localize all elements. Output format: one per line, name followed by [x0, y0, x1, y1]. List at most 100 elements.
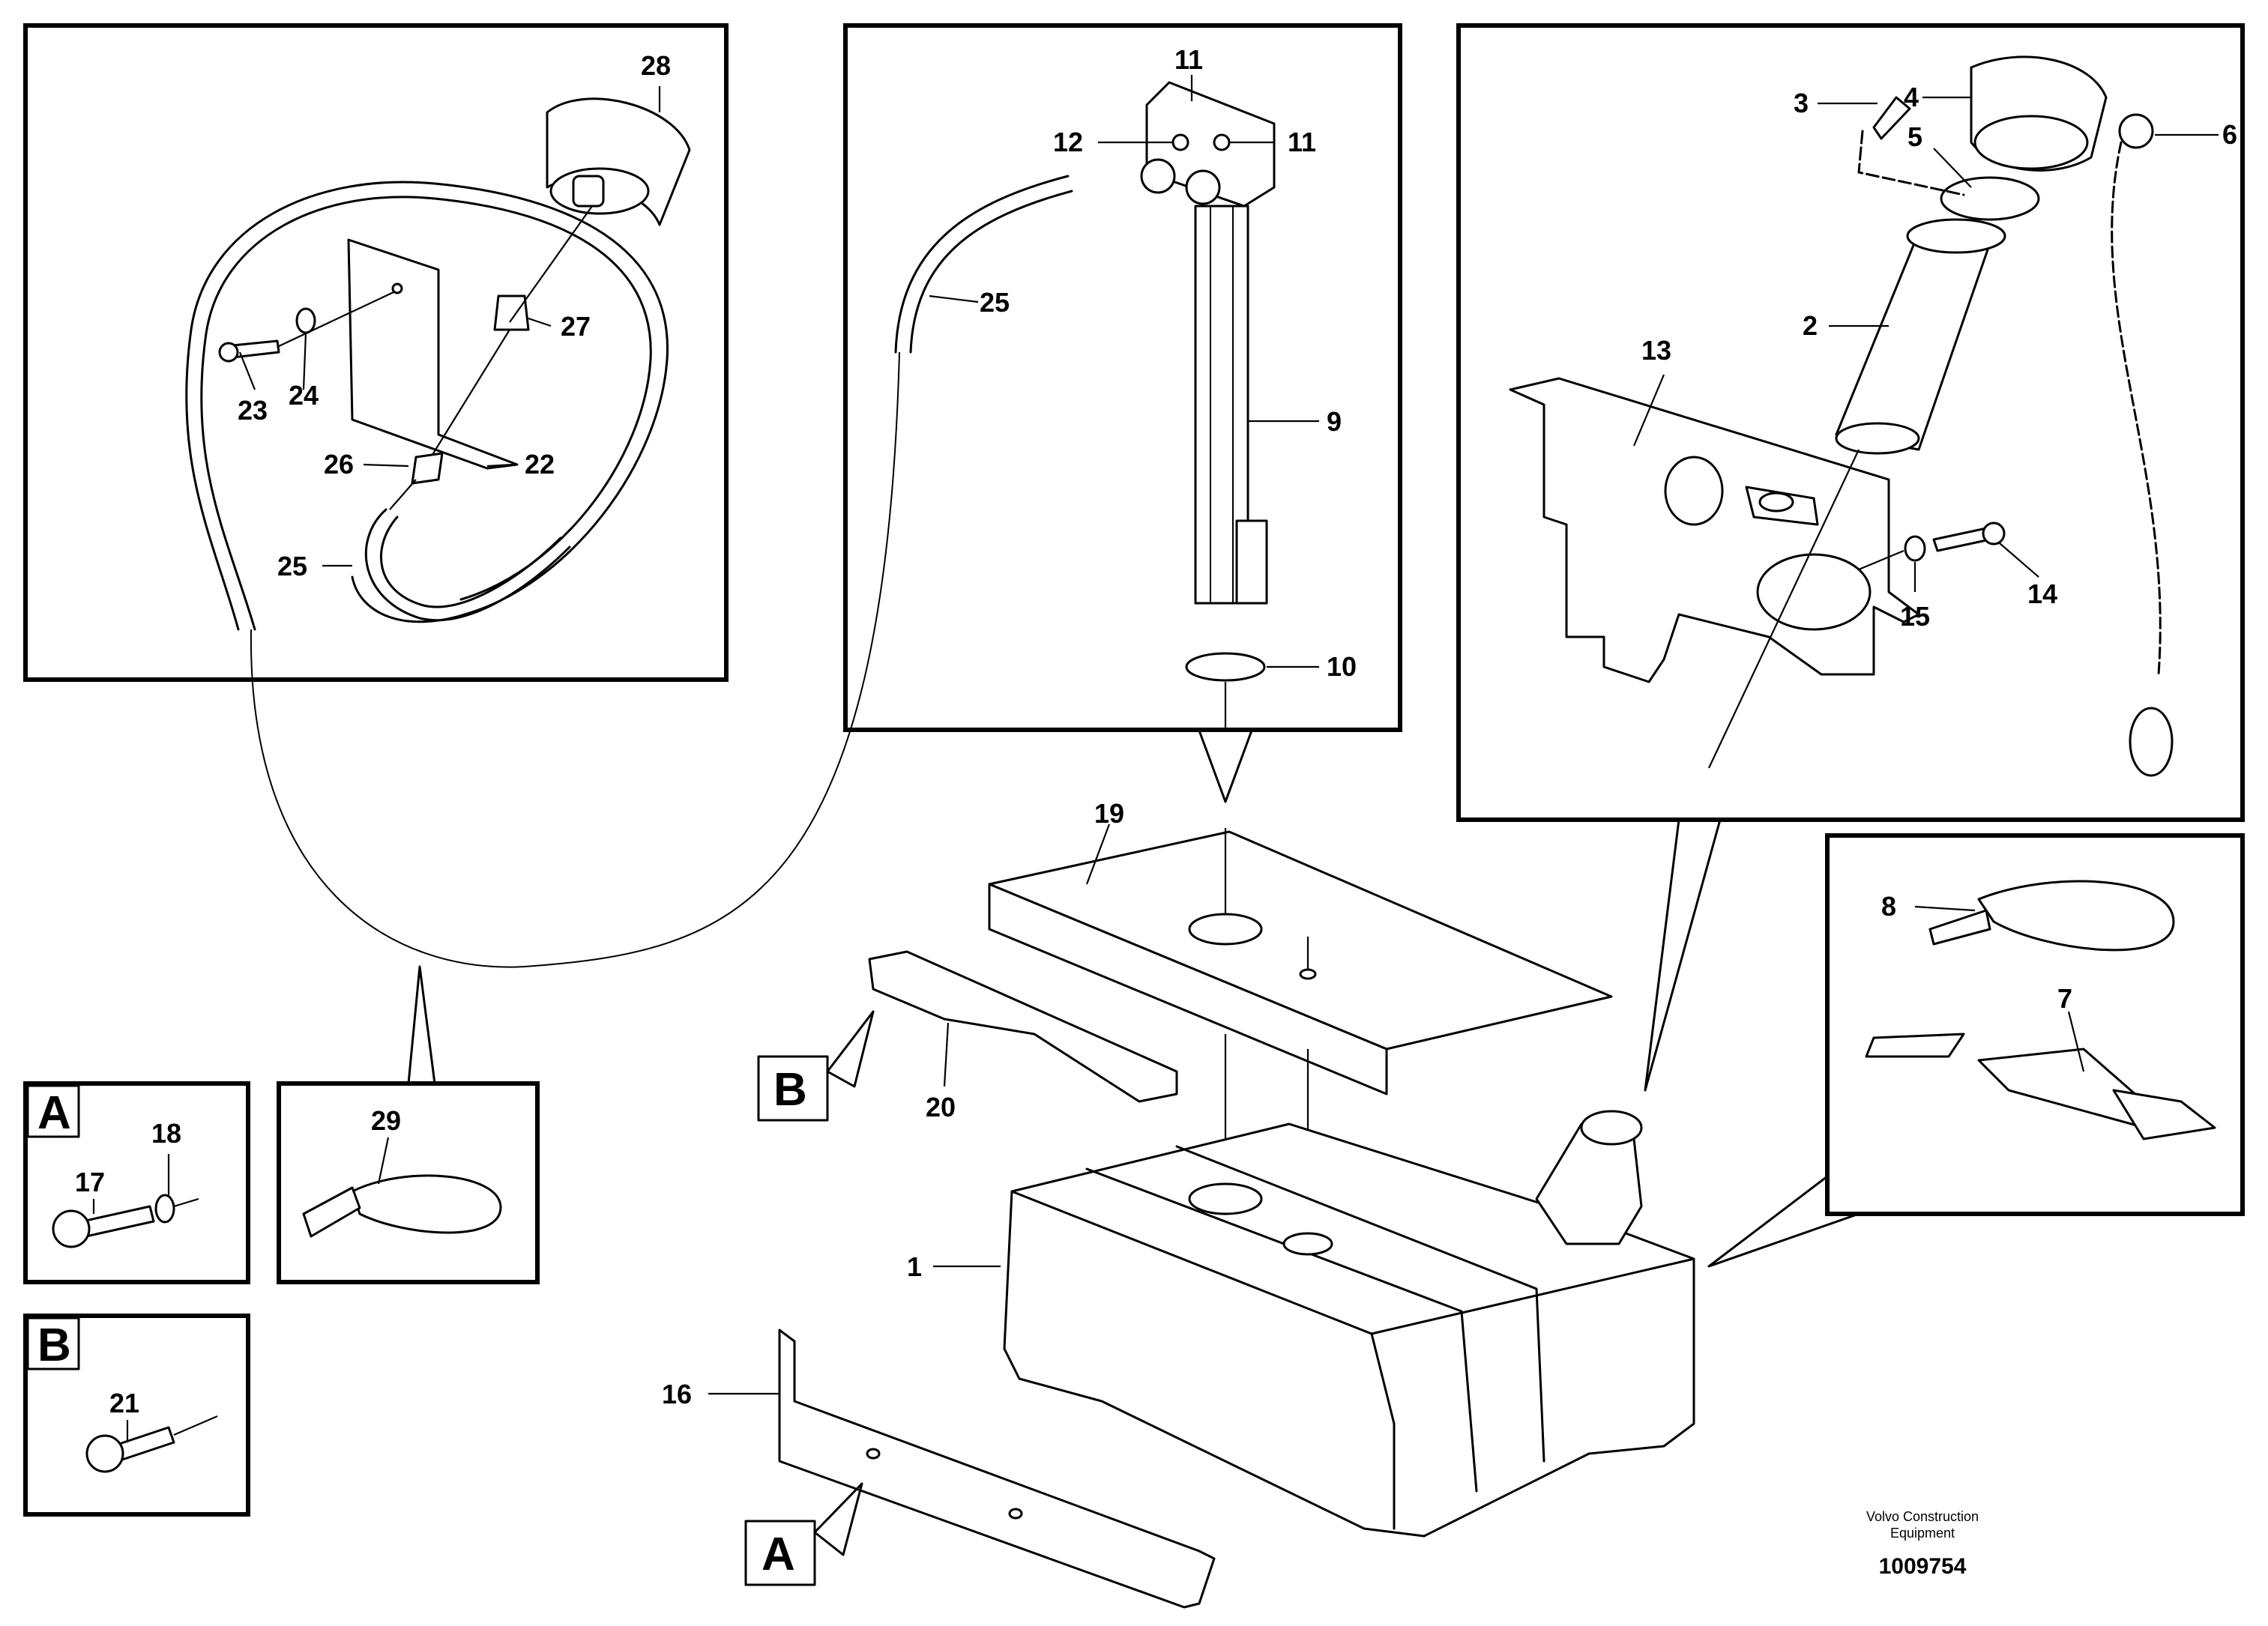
brand-line-1: Volvo Construction: [1866, 1509, 1979, 1524]
drawing-number: 1009754: [1879, 1554, 1967, 1579]
label-6: 6: [2222, 119, 2237, 150]
marker-a-callout-box: [744, 1520, 816, 1586]
bolt-14-head: [1982, 522, 2006, 545]
tank-edge-1: [1010, 1190, 1396, 1530]
cover-plate-19-flange: [988, 883, 1388, 1095]
strainer-bottom: [1835, 422, 1920, 455]
bracket-hole: [391, 282, 403, 294]
label-11-a: 11: [1174, 44, 1203, 75]
tank-ridge-2: [1175, 1145, 1545, 1463]
marker-a-box: [26, 1084, 80, 1138]
detail-box-cable-tie: 29: [277, 965, 540, 1284]
bolt-17-head: [52, 1209, 91, 1248]
tab-hole: [1758, 492, 1794, 513]
label-1: 1: [907, 1251, 922, 1282]
bracket-hole-large: [1664, 456, 1724, 526]
bracket-22: [347, 238, 519, 470]
marker-a-pointer: [813, 1482, 863, 1556]
port-2: [1185, 169, 1221, 205]
hose-loop-inner: [200, 196, 652, 631]
tank-edge-2: [1370, 1257, 1695, 1335]
cover-hole-small: [1299, 968, 1317, 980]
marker-a-callout-letter: A: [761, 1529, 795, 1580]
label-20: 20: [926, 1092, 956, 1122]
label-4: 4: [1904, 82, 1919, 112]
label-25-b: 25: [980, 287, 1010, 318]
filter-28-nozzle: [572, 175, 605, 208]
hose-25-inner: [909, 190, 1073, 354]
callout-pointer: [407, 965, 436, 1085]
gasket-5: [1940, 176, 2040, 221]
marker-a-letter: A: [37, 1087, 71, 1139]
footer: Volvo Construction Equipment 1009754: [1866, 1509, 1979, 1579]
marker-b-callout-letter: B: [773, 1064, 807, 1116]
chain: [2111, 141, 2162, 676]
hose-route: [250, 351, 900, 968]
label-9: 9: [1327, 406, 1342, 437]
tank-port-small: [1282, 1232, 1333, 1256]
screw-11: [1213, 133, 1231, 151]
label-17: 17: [75, 1167, 105, 1197]
short-hose-inner: [380, 516, 562, 608]
detail-box-sender-unit: 11 12 11 25 9 10: [843, 23, 1402, 803]
label-23: 23: [238, 395, 268, 426]
label-21: 21: [109, 1388, 139, 1418]
strainer-rim: [1906, 218, 2006, 254]
hose-25: [894, 175, 1070, 354]
label-12: 12: [1053, 127, 1083, 157]
cable-tie-8-head: [1928, 909, 1991, 946]
cap-4-face: [1973, 115, 2089, 170]
label-8: 8: [1881, 891, 1896, 922]
label-22: 22: [525, 449, 555, 480]
detail-box-filler-neck: 3 4 6 5 2 13 14 15: [1456, 23, 2245, 1092]
screw-3: [1872, 96, 1911, 140]
marker-b-box: [26, 1317, 80, 1370]
cable-tie-29-head: [302, 1186, 361, 1238]
screw-12: [1171, 133, 1189, 151]
detail-box-a: A 17 18: [23, 1081, 250, 1284]
bolt-23-head: [218, 342, 239, 363]
label-26: 26: [324, 449, 354, 480]
label-13: 13: [1641, 335, 1671, 366]
o-ring-10: [1185, 652, 1266, 682]
washer-24: [295, 307, 316, 334]
strap-buckle: [2112, 1089, 2216, 1140]
washer-15: [1904, 535, 1926, 562]
label-2: 2: [1803, 310, 1818, 341]
cable-tie-29: [351, 1174, 502, 1234]
brand-line-2: Equipment: [1890, 1526, 1955, 1541]
cable-tie-8: [1977, 880, 2175, 952]
label-14: 14: [2027, 578, 2057, 609]
tank-ridge-1: [1085, 1167, 1478, 1493]
label-24: 24: [289, 380, 319, 411]
detail-frame: [843, 23, 1402, 732]
chain-ring: [2129, 707, 2174, 777]
callout-pointer: [1644, 818, 1722, 1092]
label-18: 18: [151, 1118, 181, 1149]
marker-b-callout-box: [757, 1055, 829, 1122]
marker-b-letter: B: [37, 1320, 71, 1371]
guard-hole-1: [866, 1448, 881, 1460]
callout-pointer: [1198, 729, 1253, 803]
marker-b-pointer: [826, 1010, 875, 1088]
label-28: 28: [641, 50, 671, 81]
detail-box-strap: 8 7: [1707, 833, 2245, 1268]
label-5: 5: [1907, 121, 1922, 152]
cover-hole-large: [1188, 913, 1263, 946]
guard-hole-2: [1008, 1508, 1023, 1520]
label-7: 7: [2057, 983, 2072, 1014]
fuel-tank-assembly: 19 20 B 1 16 A: [662, 798, 1695, 1609]
detail-box-b: B 21: [23, 1314, 250, 1517]
lanyard: [1857, 130, 1965, 196]
label-16: 16: [662, 1379, 692, 1409]
guard-plate-16: [778, 1329, 1216, 1609]
short-hose: [364, 508, 571, 622]
fitting-27: [493, 294, 530, 331]
strap-piece: [1865, 1033, 1965, 1058]
label-29: 29: [371, 1105, 401, 1136]
callout-pointer: [1707, 1175, 1860, 1268]
label-15: 15: [1900, 601, 1930, 632]
washer-18: [154, 1194, 175, 1224]
